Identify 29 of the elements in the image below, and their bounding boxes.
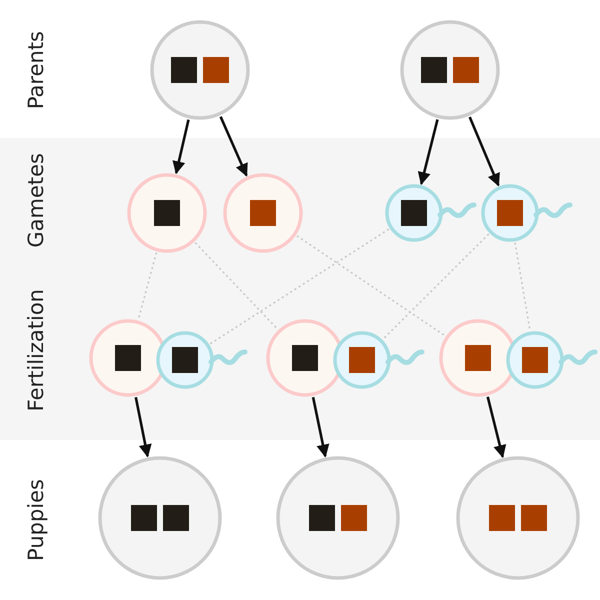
- row-label: Parents: [24, 31, 48, 110]
- egg-cell: [127, 173, 207, 253]
- dotted-line: [210, 228, 390, 344]
- row-label: Gametes: [24, 152, 48, 248]
- sperm-cell: [481, 184, 575, 242]
- arrow: [219, 116, 248, 177]
- row-label: Fertilization: [24, 289, 48, 412]
- dotted-line: [514, 242, 531, 331]
- sperm-cell: [506, 331, 600, 389]
- dotted-line: [296, 235, 446, 336]
- arrow: [172, 119, 190, 174]
- sperm-cell: [156, 331, 250, 389]
- arrow: [486, 396, 506, 458]
- dotted-line: [138, 252, 158, 320]
- arrow: [312, 396, 330, 458]
- parent-circle: [150, 20, 250, 120]
- puppy-circle: [276, 456, 400, 580]
- parent-circle: [400, 20, 500, 120]
- dotted-line: [382, 234, 490, 340]
- sperm-cell: [333, 331, 427, 389]
- arrow: [418, 119, 439, 186]
- puppy-circle: [98, 456, 222, 580]
- row-label: Puppies: [24, 479, 48, 561]
- puppy-circle: [456, 456, 580, 580]
- arrow: [468, 116, 500, 186]
- arrow: [134, 396, 152, 458]
- egg-cell: [223, 173, 303, 253]
- dotted-line: [194, 242, 278, 330]
- sperm-cell: [385, 184, 479, 242]
